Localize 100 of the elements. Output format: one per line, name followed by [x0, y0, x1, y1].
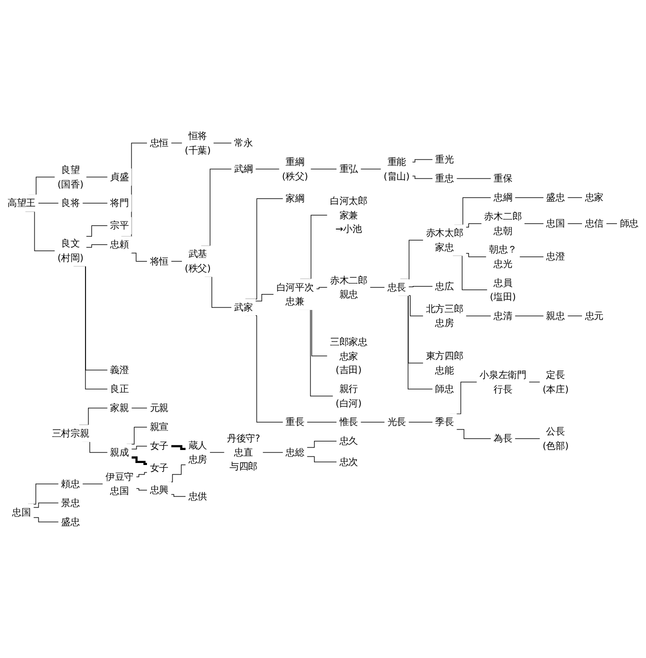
node-text: 為長 — [494, 432, 512, 444]
node-text: 忠澄 — [546, 250, 565, 262]
node-text: 定長 (本庄) — [542, 369, 569, 395]
connector — [171, 445, 186, 450]
connector — [519, 256, 544, 258]
node-text: 重保 — [494, 172, 512, 184]
node-text: 盛忠 — [546, 192, 565, 204]
node-text: 重弘 — [339, 163, 358, 175]
node-text: 光長 — [387, 416, 406, 428]
connector — [524, 223, 544, 224]
node-text: 惟長 — [339, 416, 358, 428]
node-text: 良望 (国香) — [58, 164, 84, 190]
node-text: 丹後守? 忠直 与四郎 — [226, 432, 260, 472]
connector — [131, 456, 148, 466]
connector — [456, 178, 492, 179]
connector — [514, 438, 540, 439]
connector — [136, 488, 148, 490]
connector — [456, 429, 492, 439]
node-text: 親宣 — [150, 421, 168, 433]
node-text: 忠元 — [584, 310, 604, 322]
node-text: 忠恒 — [150, 137, 168, 148]
connector — [170, 142, 183, 144]
node-text: 武綱 — [234, 163, 253, 175]
connector — [33, 502, 59, 508]
connector — [212, 142, 232, 144]
node-text: 親忠 — [546, 310, 565, 322]
node-text: 忠員 (塩田) — [490, 277, 516, 302]
connector — [370, 287, 386, 288]
connector — [316, 287, 328, 290]
node-text: 盛忠 — [61, 516, 80, 528]
connector — [255, 168, 280, 170]
node-text: 師忠 — [435, 383, 454, 395]
node-text: 赤木二郎 親忠 — [330, 274, 368, 300]
connector — [136, 472, 148, 478]
connector — [33, 517, 59, 522]
connector — [38, 202, 59, 204]
node-text: 将恒 — [150, 256, 168, 267]
node-text: 忠総 — [286, 446, 304, 458]
node-text: 師忠 — [620, 218, 639, 230]
node-text: 忠家 — [584, 192, 604, 204]
connector — [262, 452, 284, 453]
node-text: 忠久 — [339, 435, 358, 447]
node-text: 親行 (白河) — [336, 383, 362, 409]
node-text: 良将 — [61, 197, 80, 209]
node-text: 家綱 — [286, 192, 304, 204]
connector — [412, 159, 434, 162]
node-text: 忠次 — [339, 456, 358, 468]
connector — [306, 440, 338, 448]
connector — [131, 446, 148, 450]
node-text: 常永 — [234, 137, 253, 148]
node-text: 蔵人 忠房 — [188, 440, 208, 465]
node-text: 公長 (色部) — [542, 426, 569, 452]
node-text: 小泉左衛門 行長 — [480, 369, 526, 395]
node-text: 重忠 — [435, 172, 454, 184]
node-text: 忠興 — [150, 484, 168, 496]
node-text: 女子 — [150, 440, 168, 452]
node-text: 朝忠？ 忠光 — [488, 244, 517, 270]
node-text: 元親 — [150, 402, 168, 414]
node-text: 重光 — [435, 154, 454, 166]
connector — [255, 294, 274, 302]
node-text: 重能 (畠山) — [384, 156, 410, 182]
connector — [466, 252, 487, 258]
connector — [86, 244, 108, 248]
connector — [514, 197, 544, 198]
connector — [82, 202, 108, 204]
connector — [170, 260, 183, 262]
connector — [466, 223, 482, 228]
node-text: 良正 — [110, 383, 129, 395]
node-text: 忠供 — [188, 490, 208, 502]
connector — [606, 223, 618, 224]
node-text: 忠綱 — [494, 192, 512, 204]
node-text: 北方三郎 忠房 — [426, 303, 464, 328]
node-text: 伊豆守 忠国 — [105, 471, 134, 496]
connector — [306, 456, 338, 462]
connector — [86, 176, 108, 178]
node-text: 重長 — [286, 416, 304, 428]
node-text: 忠清 — [494, 310, 512, 322]
connector — [209, 452, 225, 453]
node-text: 東方四郎 忠能 — [426, 350, 464, 376]
node-text: 忠国 — [546, 218, 565, 230]
node-text: 忠広 — [435, 280, 454, 292]
node-text: 赤木二郎 忠朝 — [484, 210, 522, 236]
node-text: 忠信 — [584, 218, 604, 230]
node-text: 女子 — [150, 462, 168, 474]
connector — [310, 168, 338, 170]
connector — [567, 197, 583, 198]
connector — [567, 223, 583, 224]
node-text: 三郎家忠 忠家 (吉田) — [330, 336, 368, 376]
node-text: 景忠 — [61, 497, 80, 508]
connector — [130, 252, 148, 262]
node-text: 義澄 — [110, 364, 129, 376]
connector — [170, 494, 186, 497]
node-text: 頼忠 — [61, 478, 80, 490]
connector — [86, 225, 108, 237]
connector — [412, 176, 434, 179]
connector — [408, 286, 434, 288]
node-text: 白河太郎 家兼 →小池 — [330, 195, 368, 235]
node-text: 恒将 (千葉) — [184, 130, 211, 156]
node-text: 重綱 (秩父) — [282, 156, 308, 182]
node-text: 家親 — [110, 402, 129, 414]
